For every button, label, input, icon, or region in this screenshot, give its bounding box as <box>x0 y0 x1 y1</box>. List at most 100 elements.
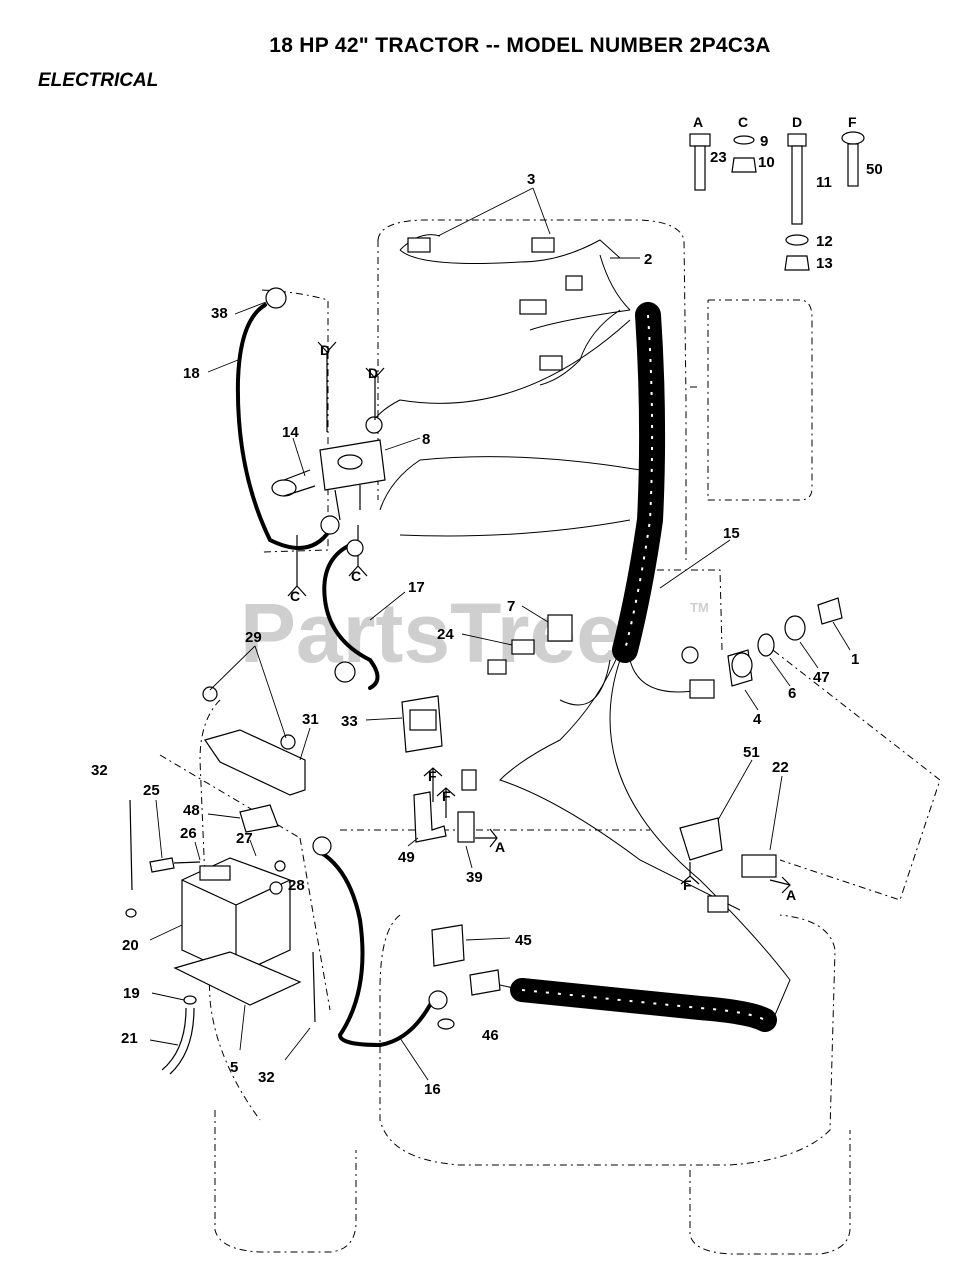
battery-cover <box>239 804 279 833</box>
callout-7: 7 <box>507 598 515 615</box>
callout-17: 17 <box>408 579 425 596</box>
solenoid-45 <box>431 924 465 967</box>
battery-tray <box>173 951 302 1006</box>
ring-terminal <box>265 287 287 309</box>
relay <box>547 614 573 642</box>
callout-26: 26 <box>180 825 197 842</box>
callout-13: 13 <box>816 255 833 272</box>
bolt-11-head <box>787 133 807 147</box>
callout-46: 46 <box>482 1027 499 1044</box>
watermark-tm: TM <box>690 600 709 615</box>
callout-11: 11 <box>816 174 832 191</box>
callout-38: 38 <box>211 305 228 322</box>
bolt-25 <box>149 857 175 873</box>
callout-39: 39 <box>466 869 483 886</box>
callout-21: 21 <box>121 1030 138 1047</box>
callout-24: 24 <box>437 626 454 643</box>
key-letter-f: F <box>848 114 857 130</box>
callout-51: 51 <box>743 744 760 761</box>
headlight-left <box>407 237 431 253</box>
diagram-title: 18 HP 42" TRACTOR -- MODEL NUMBER 2P4C3A <box>269 34 771 57</box>
callout-9: 9 <box>760 133 768 150</box>
ring-terminal <box>320 515 340 535</box>
callout-32: 32 <box>91 762 108 779</box>
key-letter-c: C <box>738 114 748 130</box>
key-letter-d: D <box>792 114 802 130</box>
seat-switch-group: 51 22 F A <box>679 744 796 913</box>
callout-33: 33 <box>341 713 358 730</box>
ignition-key <box>817 597 843 625</box>
callout-49: 49 <box>398 849 415 866</box>
connector <box>689 679 715 699</box>
callout-45: 45 <box>515 932 532 949</box>
bolt-11-shank <box>791 145 803 225</box>
section-label: ELECTRICAL <box>38 70 159 91</box>
callout-31: 31 <box>302 711 319 728</box>
callout-16: 16 <box>424 1081 441 1098</box>
key-letter-a: A <box>693 114 703 130</box>
callout-2: 2 <box>644 251 652 268</box>
washer-12 <box>785 234 809 246</box>
bracket-51 <box>679 817 723 861</box>
callout-27: 27 <box>236 830 253 847</box>
nut-13 <box>784 255 810 271</box>
vent-tube-21 <box>161 1007 195 1075</box>
screw-50-shank <box>847 143 859 187</box>
ignition-group: 1 47 6 4 <box>681 597 859 728</box>
nut-10 <box>731 157 757 173</box>
screw-50-head <box>841 131 865 145</box>
tractor-outline <box>159 219 941 1255</box>
callout-14: 14 <box>282 424 299 441</box>
callout-4: 4 <box>753 711 762 728</box>
bolt-23-shank <box>694 145 706 191</box>
ring-terminal <box>312 836 332 856</box>
callout-8: 8 <box>422 431 430 448</box>
connector <box>469 969 501 996</box>
connector <box>565 275 583 291</box>
headlight-harness: 3 2 <box>399 171 652 311</box>
callout-10: 10 <box>758 154 775 171</box>
battery-holddown <box>204 729 306 796</box>
brackets: F F 49 A 39 <box>398 767 505 886</box>
bracket-49 <box>413 791 447 843</box>
headlight-right <box>531 237 555 253</box>
nut-47 <box>784 615 806 641</box>
switch-39 <box>457 811 475 843</box>
main-harness: 15 <box>369 299 791 1016</box>
callout-18: 18 <box>183 365 200 382</box>
callout-19: 19 <box>123 985 140 1002</box>
bezel-6 <box>757 633 775 657</box>
connector <box>519 299 547 315</box>
hardware-key: A 23 C 9 10 D 11 12 13 F 50 <box>689 114 883 272</box>
ring-terminal <box>428 990 448 1010</box>
mount-letter-a: A <box>786 887 796 903</box>
callout-32: 32 <box>258 1069 275 1086</box>
ring-terminal <box>334 661 356 683</box>
grommet-19 <box>183 995 197 1005</box>
callout-15: 15 <box>723 525 740 542</box>
switch-22 <box>741 854 777 878</box>
connector <box>511 639 535 655</box>
battery-group: 29 31 48 20 5 25 26 27 28 <box>91 629 319 1086</box>
mount-letter-f: F <box>442 788 451 804</box>
mount-letter-d: D <box>368 365 378 381</box>
mount-letter-c: C <box>290 588 300 604</box>
callout-25: 25 <box>143 782 160 799</box>
center-components: 7 24 33 <box>341 598 573 753</box>
callout-12: 12 <box>816 233 833 250</box>
nut-46 <box>437 1018 455 1030</box>
callout-20: 20 <box>122 937 139 954</box>
mount-letter-d: D <box>320 342 330 358</box>
callout-3: 3 <box>527 171 535 188</box>
mount-letter-c: C <box>351 568 361 584</box>
bolt-23-head <box>689 133 711 147</box>
solenoid-area: 8 D D 14 38 18 C C 17 <box>183 287 430 690</box>
callout-5: 5 <box>230 1059 238 1076</box>
callout-28: 28 <box>288 877 305 894</box>
callout-23: 23 <box>710 149 727 166</box>
callout-50: 50 <box>866 161 883 178</box>
rear-harness: 45 46 16 <box>312 836 777 1098</box>
callout-48: 48 <box>183 802 200 819</box>
callout-1: 1 <box>851 651 859 668</box>
